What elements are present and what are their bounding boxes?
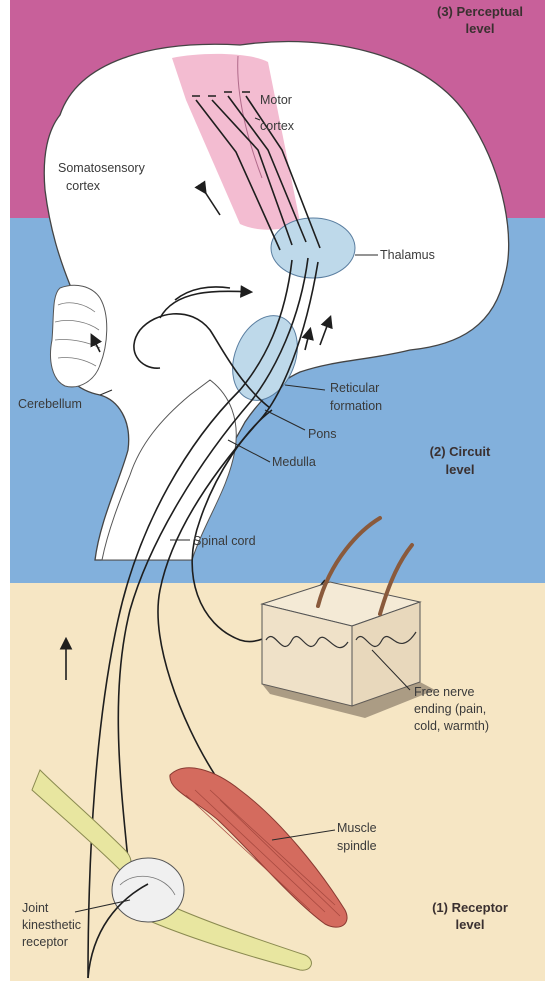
perceptual-level-label-1: (3) Perceptual bbox=[437, 4, 523, 19]
perceptual-level-label-2: level bbox=[466, 21, 495, 36]
joint-receptor-label-3: receptor bbox=[22, 935, 68, 949]
free-nerve-ending-label-3: cold, warmth) bbox=[414, 719, 489, 733]
motor-cortex-label-1: Motor bbox=[260, 93, 292, 107]
muscle-spindle-label-2: spindle bbox=[337, 839, 377, 853]
skin-block bbox=[262, 582, 435, 718]
joint-receptor-label-2: kinesthetic bbox=[22, 918, 81, 932]
somatosensory-label-2: cortex bbox=[66, 179, 101, 193]
somatosensory-label-1: Somatosensory bbox=[58, 161, 146, 175]
receptor-level-label-1: (1) Receptor bbox=[432, 900, 508, 915]
pons-label: Pons bbox=[308, 427, 337, 441]
joint-receptor-label-1: Joint bbox=[22, 901, 49, 915]
circuit-level-label-1: (2) Circuit bbox=[430, 444, 491, 459]
motor-cortex-label-2: cortex bbox=[260, 119, 295, 133]
muscle-spindle-label-1: Muscle bbox=[337, 821, 377, 835]
thalamus-label: Thalamus bbox=[380, 248, 435, 262]
free-nerve-ending-label-2: ending (pain, bbox=[414, 702, 486, 716]
free-nerve-ending-label-1: Free nerve bbox=[414, 685, 474, 699]
spinal-cord-label: Spinal cord bbox=[193, 534, 256, 548]
thalamus-structure bbox=[271, 218, 355, 278]
receptor-level-label-2: level bbox=[456, 917, 485, 932]
medulla-label: Medulla bbox=[272, 455, 316, 469]
joint-capsule bbox=[112, 858, 184, 922]
reticular-formation-label-2: formation bbox=[330, 399, 382, 413]
reticular-formation-label-1: Reticular bbox=[330, 381, 379, 395]
circuit-level-label-2: level bbox=[446, 462, 475, 477]
cerebellum-label: Cerebellum bbox=[18, 397, 82, 411]
